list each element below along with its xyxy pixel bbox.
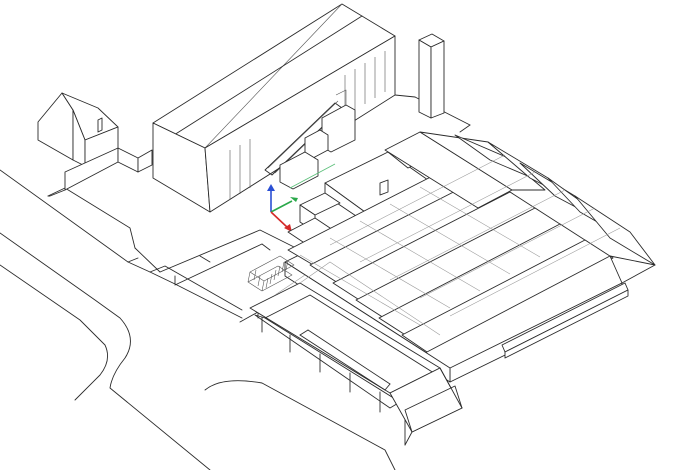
road-outline	[0, 169, 396, 470]
steel-lattice	[247, 255, 295, 292]
y-axis-arrowhead	[290, 197, 298, 202]
x-axis-arrowhead	[284, 224, 292, 232]
small-house	[37, 92, 153, 197]
tower	[418, 33, 445, 119]
external-staircase	[264, 89, 356, 190]
large-warehouse	[152, 3, 396, 213]
selection-edge	[289, 163, 336, 189]
y-axis-icon[interactable]	[270, 200, 293, 213]
front-canopy	[249, 261, 463, 446]
x-axis-icon[interactable]	[270, 211, 289, 229]
z-axis-arrowhead	[267, 184, 275, 191]
axis-gizmo[interactable]	[267, 184, 298, 232]
